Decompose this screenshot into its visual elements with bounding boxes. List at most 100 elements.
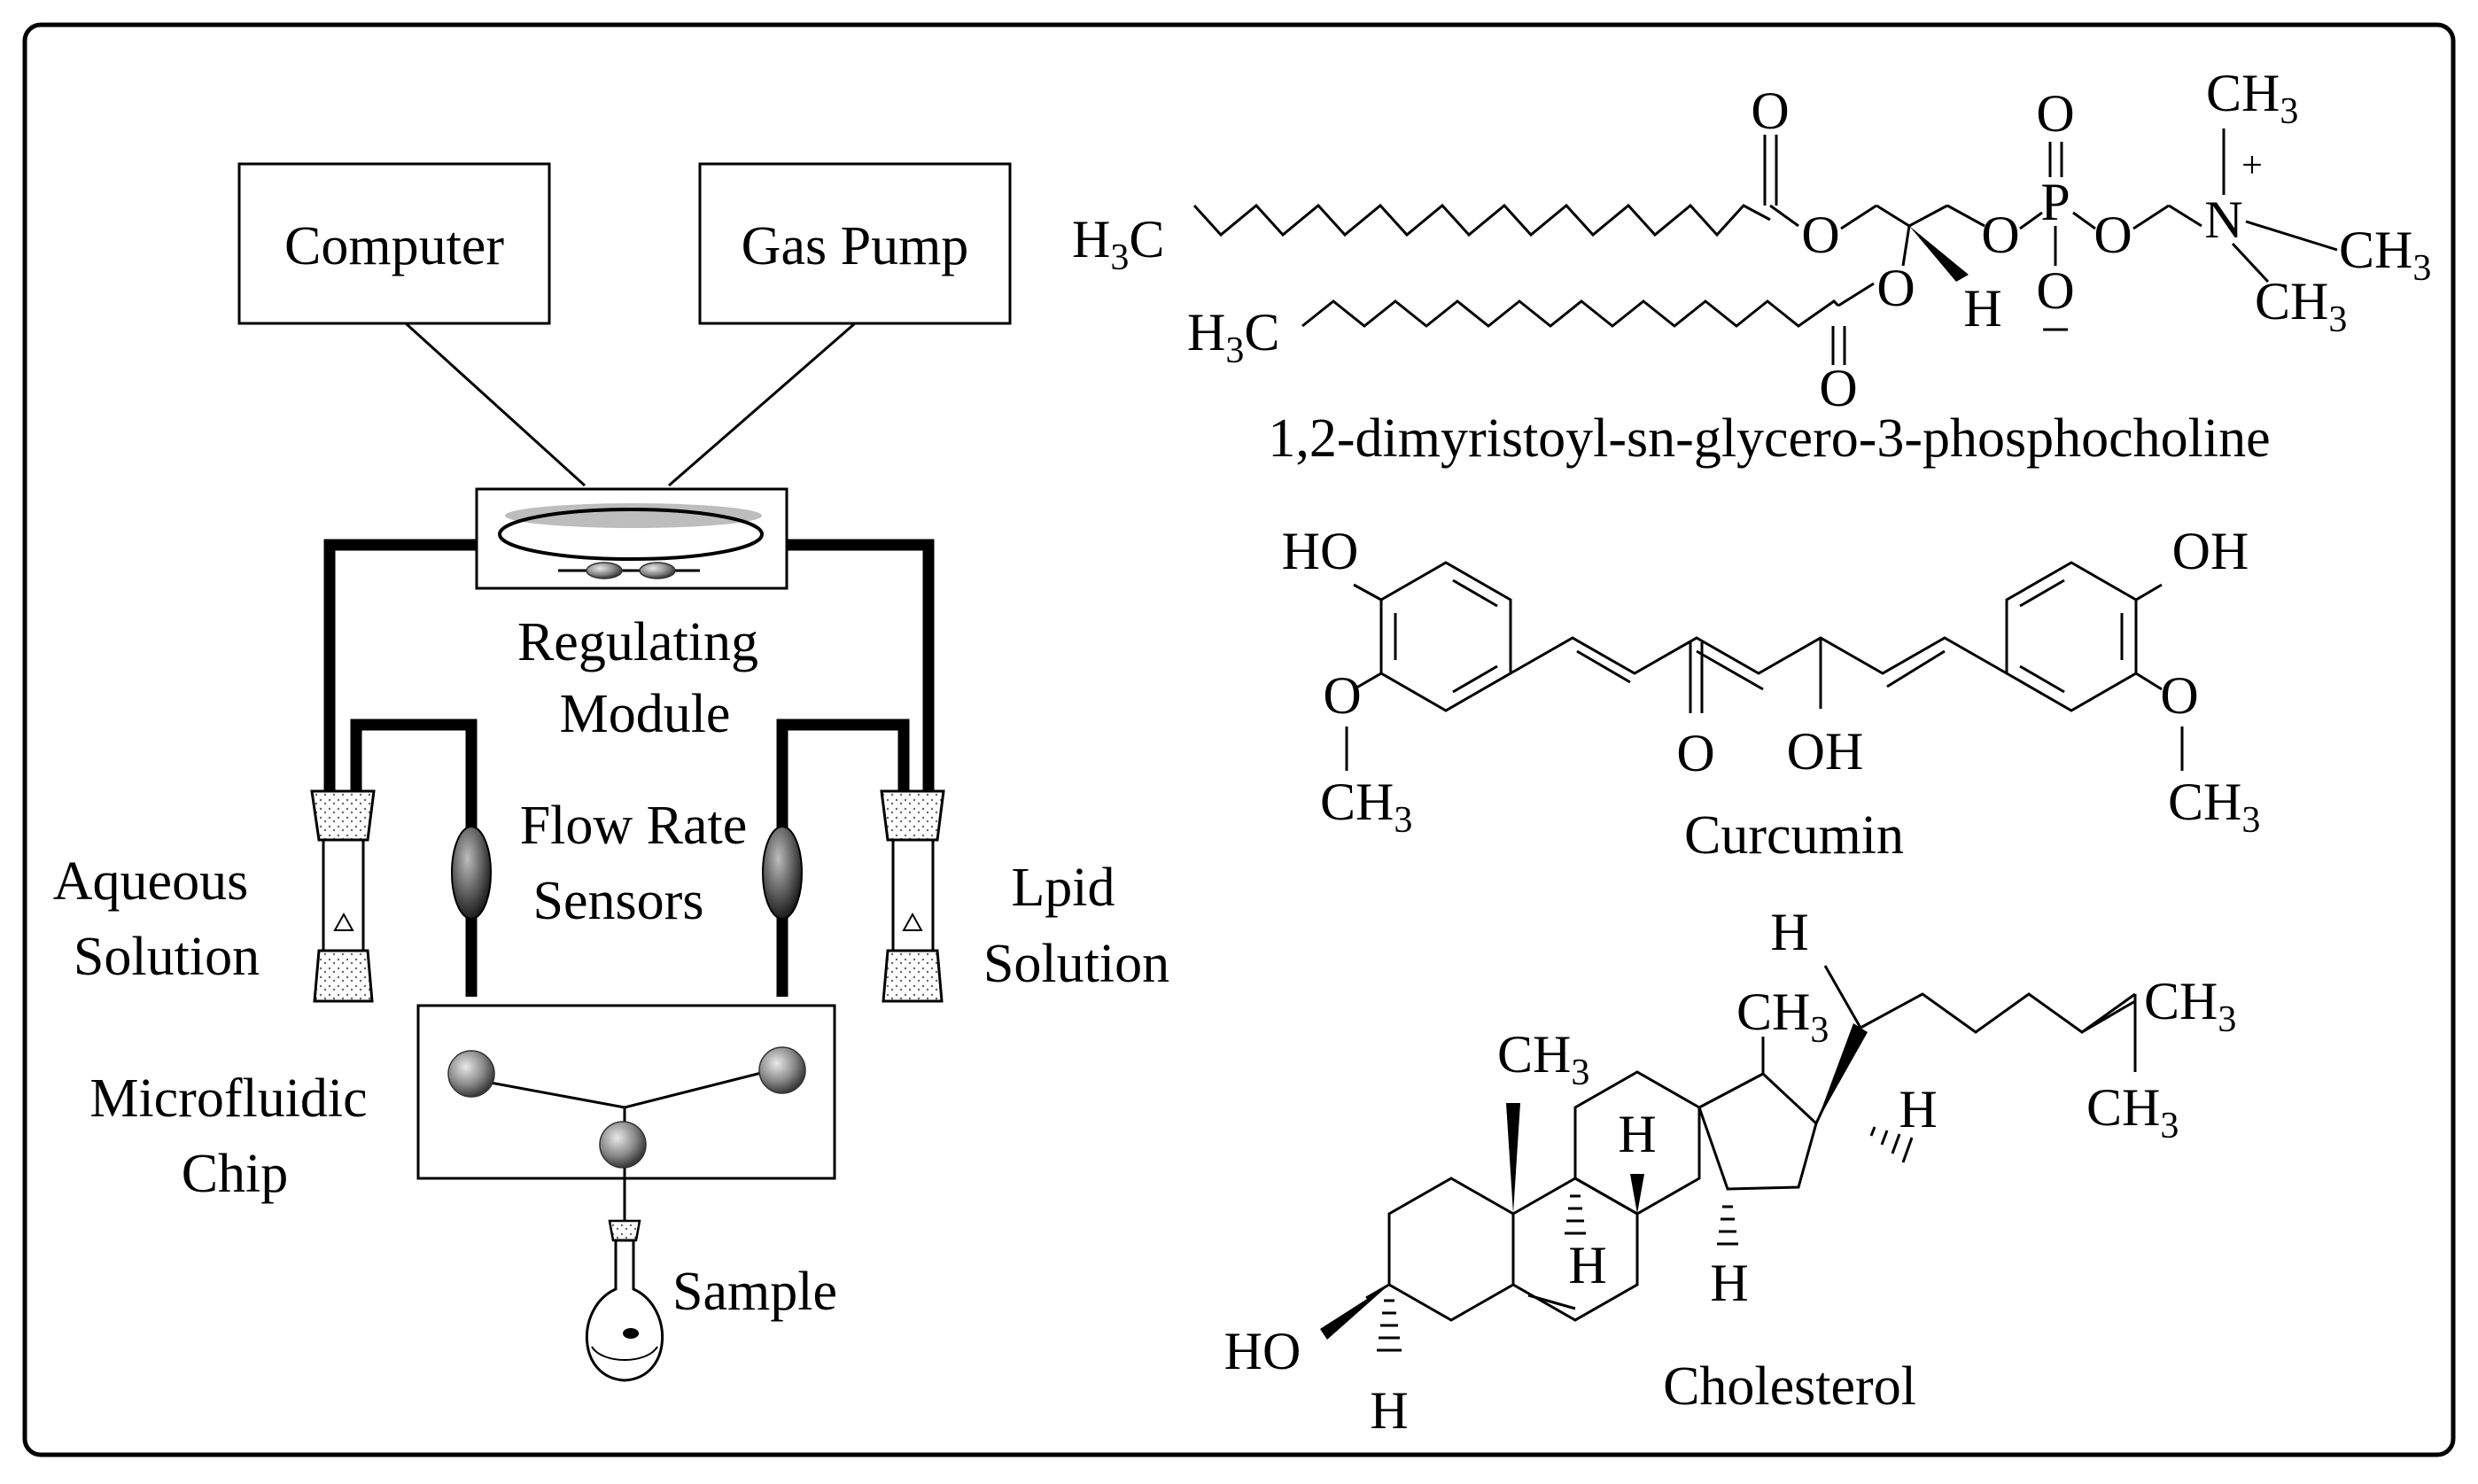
dmpc-sn2-o-bond [1901,225,1911,267]
dmpc-n: N [2204,190,2242,249]
flask-liquid [591,1346,658,1361]
regulating-module-ring [498,508,764,561]
dmpc-ester-o-1: O [1801,206,1839,264]
flow-sensor-left [451,826,492,920]
cholesterol-side-chain-branch-1 [2081,999,2136,1034]
cholesterol-ho-bond [1365,1283,1390,1300]
dmpc-ester-o-2: O [1876,259,1915,317]
chip-inlet-right [758,1046,806,1094]
dmpc-ch3-bottom: CH3 [2255,272,2347,340]
apparatus-diagram: Computer Gas Pump Regulating Module Flow… [53,162,1169,1382]
sample-label: Sample [672,1262,837,1322]
dmpc-glycerol-bond-1 [1840,204,1877,230]
dmpc-op-bond [2019,211,2043,230]
curcumin-ring-right [2005,561,2138,712]
dmpc-p-top-o: O [2036,84,2074,143]
dmpc-phosphate-o-2: O [2093,206,2132,264]
chip-outlet [599,1121,647,1169]
flow-sensor-right [762,826,803,920]
cholesterol-ch3-side-2: CH3 [2086,1078,2179,1146]
cholesterol-h-c14: H [1710,1254,1748,1312]
flow-rate-label-1: Flow Rate [520,796,748,856]
cholesterol-hash-c14 [1717,1205,1738,1246]
aqueous-reservoir [310,789,376,1003]
flask-body [586,1239,664,1382]
dmpc-carbonyl-o-2: O [1819,359,1857,417]
curcumin-ring-left [1379,561,1512,712]
dmpc-choline-bond-1 [2132,204,2170,230]
chip-label-1: Microfluidic [89,1068,367,1129]
cholesterol-labels: H CH3 CH3 CH3 H CH3 H H H HO H Cholester… [1224,903,2237,1440]
curcumin-structure [1345,561,2184,771]
dmpc-choline-bond-2 [2168,204,2202,228]
curcumin-name: Curcumin [1684,805,1904,866]
regulating-module-shadow [505,503,762,528]
cholesterol-ch3-side-1: CH3 [2144,972,2236,1040]
lipid-label-2: Solution [983,934,1169,994]
lipid-label-1: Lpid [1011,858,1115,918]
aqueous-label-2: Solution [74,927,260,987]
dmpc-n-plus: + [2241,145,2263,186]
aqueous-bottom-plug [313,949,374,1003]
cholesterol-methyl-c21 [1823,965,1862,1029]
lipid-gas-tube [787,539,935,793]
dmpc-name: 1,2-dimyristoyl-sn-glycero-3-phosphochol… [1268,408,2270,469]
cholesterol-ho: HO [1224,1322,1301,1380]
curcumin-o-left: O [1323,666,1361,725]
dmpc-minus: − [2040,300,2070,359]
cholesterol-hash-c9 [1565,1194,1586,1235]
cholesterol-ring-d [1697,1072,1818,1191]
aqueous-gas-tube [323,539,477,793]
outer-frame [22,22,2456,1457]
curcumin-db-3 [1886,649,1946,688]
cholesterol-h-c3: H [1370,1381,1408,1440]
dmpc-tail-1 [1192,203,1771,237]
curcumin-ring-right-inner-1 [2019,579,2065,608]
lipid-stopper [880,789,945,842]
curcumin-linker [1510,636,2008,675]
curcumin-db-1 [1576,649,1631,684]
curcumin-db-2 [1696,649,1764,691]
flask-stopper [608,1219,641,1242]
regulating-module-label-1: Regulating [517,612,758,672]
lipid-bottom-plug [882,949,944,1003]
sample-flask [586,1219,664,1382]
computer-label: Computer [284,216,504,276]
cholesterol-ch3-c19: CH3 [1497,1025,1589,1093]
cholesterol-wedge-c8 [1630,1174,1644,1214]
cholesterol-stereo-marks [1320,1023,1914,1352]
curcumin-oh-right: OH [2172,522,2249,580]
curcumin-enol-oh: OH [1787,722,1864,781]
lipid-reservoir [880,789,945,1003]
dmpc-wedge [1909,226,1969,282]
lipid-tube-body [891,838,935,952]
dmpc-tail-2 [1301,299,1840,328]
curcumin-ring-right-inner-2 [2019,664,2065,694]
cholesterol-wedge-c17 [1816,1023,1868,1123]
dmpc-ch3-top: CH3 [2206,64,2298,132]
dmpc-glycerol-bond-2 [1876,204,1910,228]
curcumin-ho: HO [1282,522,1359,580]
cholesterol-h-top: H [1770,903,1808,961]
dmpc-p: P [2040,173,2070,231]
aqueous-stopper [310,789,376,842]
dmpc-ch3-right: CH3 [2339,221,2431,289]
regulating-module-label-2: Module [560,684,731,744]
curcumin-oh-bond-right [2135,583,2163,602]
aqueous-tube-body [322,838,365,952]
regulating-module-bead-left [586,562,623,579]
cholesterol-ch3-c18: CH3 [1736,983,1829,1051]
gas-pump-label: Gas Pump [742,216,969,276]
computer-box [237,162,551,325]
lipid-inner-mark [902,912,923,931]
cholesterol-h-c8: H [1618,1105,1656,1163]
curcumin-o-right: O [2160,666,2198,725]
curcumin-ch3-left: CH3 [1320,773,1412,841]
chip-label-2: Chip [182,1144,289,1204]
cholesterol-hash-c3 [1377,1299,1402,1352]
cholesterol-h-c17: H [1899,1080,1937,1138]
chip-inlet-left [447,1050,495,1098]
aqueous-label-1: Aqueous [53,851,248,912]
